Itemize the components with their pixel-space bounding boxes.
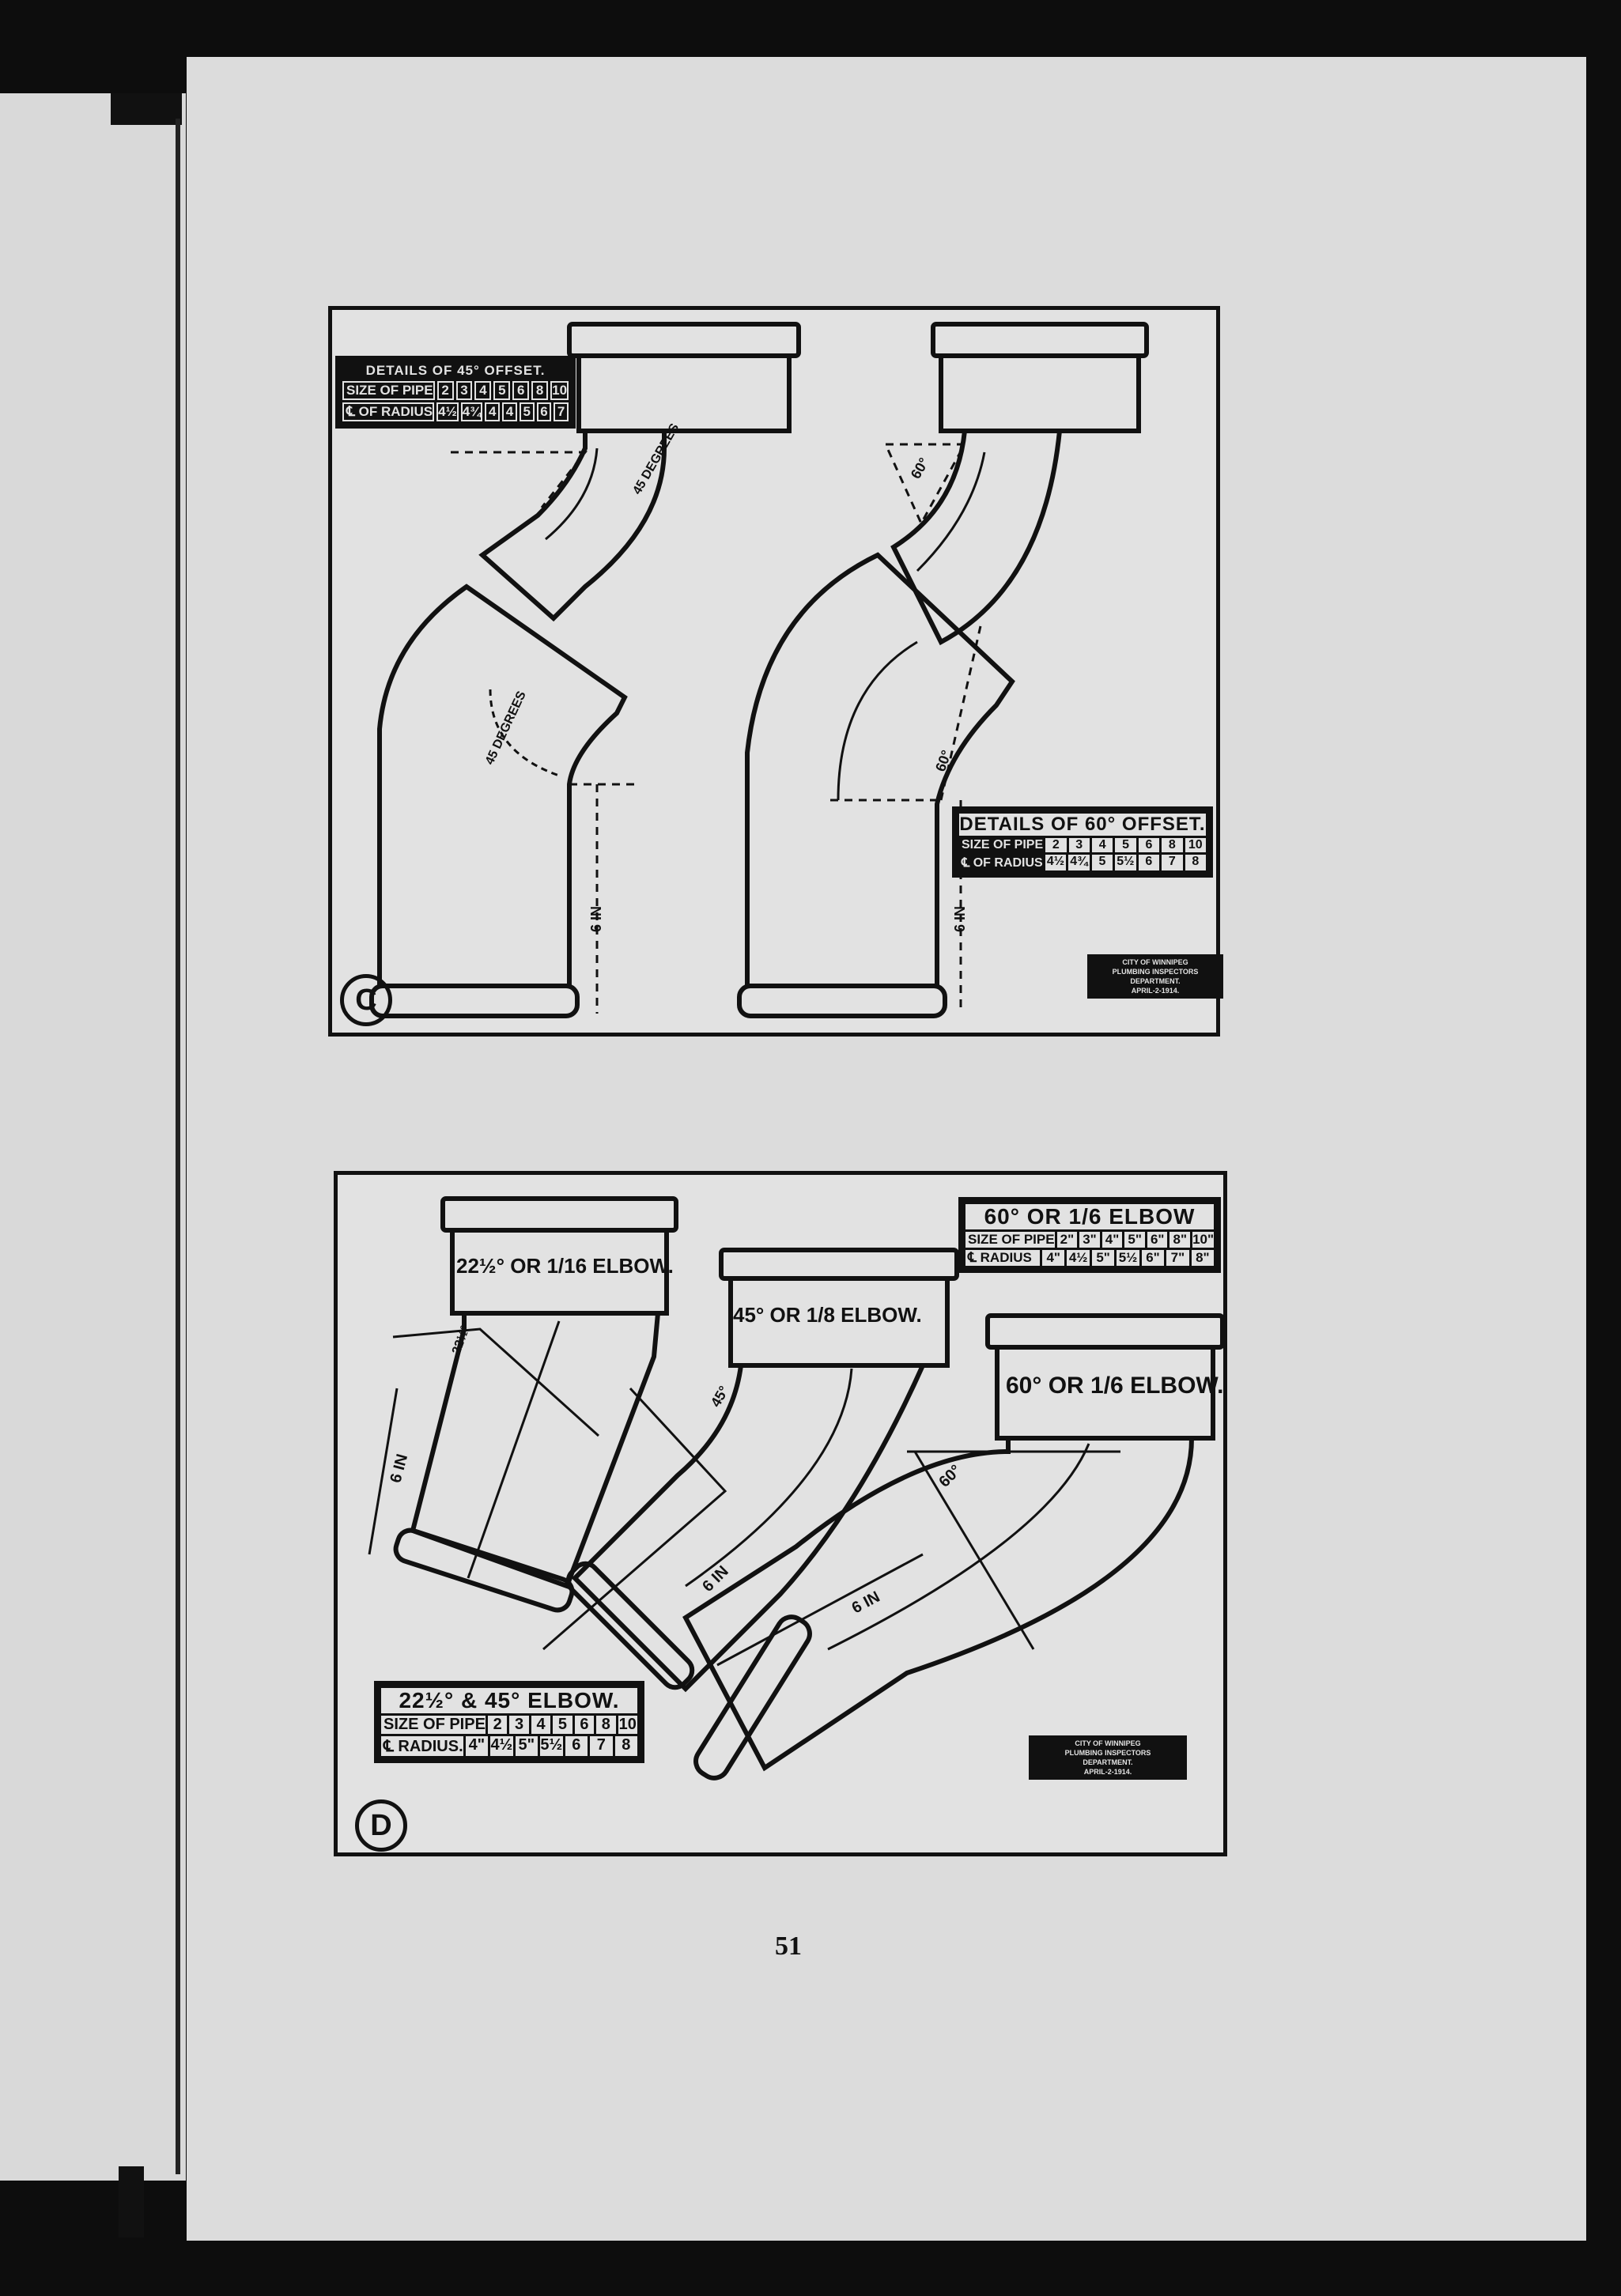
table-cell: 2" <box>1056 1232 1078 1248</box>
table-cell: 6 <box>574 1716 595 1734</box>
table-cell: 3 <box>1068 838 1090 852</box>
table-cell: 6" <box>1141 1250 1165 1266</box>
table-cell: 6 <box>565 1736 588 1756</box>
figure-letter-badge: D <box>355 1799 407 1852</box>
table-cell: 2 <box>436 381 454 400</box>
table-cell: 5 <box>519 402 535 421</box>
table-cell: 3 <box>455 381 473 400</box>
table-cell: 6 <box>1138 855 1160 870</box>
stamp-line: APRIL-2-1914. <box>1083 1768 1132 1776</box>
table-cell: 10" <box>1192 1232 1215 1248</box>
table-cell: 4" <box>1101 1232 1123 1248</box>
table-cell: 8 <box>614 1736 638 1756</box>
table-cell: 6 <box>1138 838 1160 852</box>
table-cell: 5 <box>553 1716 572 1734</box>
elbow-label: 22½° OR 1/16 ELBOW. <box>456 1254 674 1278</box>
row-label: SIZE OF PIPE <box>381 1716 486 1734</box>
table-cell: 4" <box>1041 1250 1065 1266</box>
table-cell: 8" <box>1191 1250 1215 1266</box>
table-cell: 5½ <box>1117 1250 1139 1266</box>
stamp-line: DEPARTMENT. <box>1083 1758 1133 1766</box>
elbow-label: 45° OR 1/8 ELBOW. <box>733 1303 922 1327</box>
table-cell: 4 <box>485 402 501 421</box>
length-label: 6 IN <box>952 905 969 933</box>
binding-mark <box>111 93 182 125</box>
department-stamp: CITY OF WINNIPEG PLUMBING INSPECTORS DEP… <box>1029 1735 1187 1780</box>
table-cell: 5 <box>1115 838 1136 852</box>
table-cell: 8" <box>1169 1232 1191 1248</box>
table-cell: 3 <box>509 1716 529 1734</box>
table-cell: 8 <box>1162 838 1183 852</box>
row-label: SIZE OF PIPE <box>959 838 1044 852</box>
binding-mark <box>119 2166 144 2237</box>
table-cell: 5½ <box>1115 855 1136 870</box>
table-cell: 6 <box>536 402 552 421</box>
table-cell: 6 <box>512 381 530 400</box>
table-cell: 7" <box>1166 1250 1189 1266</box>
table-title: 60° OR 1/6 ELBOW <box>965 1204 1214 1229</box>
figure-d-elbow-details: 22½° OR 1/16 ELBOW. 45° OR 1/8 ELBOW. 60… <box>334 1171 1227 1856</box>
table-cell: 4 <box>474 381 492 400</box>
table-cell: 4" <box>465 1736 489 1756</box>
stamp-line: PLUMBING INSPECTORS <box>1112 968 1199 976</box>
stamp-line: APRIL-2-1914. <box>1131 987 1180 995</box>
table-cell: 7 <box>554 402 569 421</box>
table-cell: 4½ <box>436 402 459 421</box>
table-cell: 2 <box>1045 838 1067 852</box>
length-label: 6 IN <box>588 905 605 933</box>
table-title: 22½° & 45° ELBOW. <box>381 1688 637 1713</box>
stamp-line: CITY OF WINNIPEG <box>1122 958 1188 966</box>
table-cell: 4¾ <box>460 402 483 421</box>
page-number: 51 <box>775 1932 802 1961</box>
figure-letter-badge: C <box>340 974 392 1026</box>
table-title: DETAILS OF 60° OFFSET. <box>959 814 1206 836</box>
table-cell: 3" <box>1079 1232 1100 1248</box>
row-label: ℄ OF RADIUS <box>342 402 435 421</box>
elbow-label: 60° OR 1/6 ELBOW. <box>1006 1373 1224 1399</box>
table-cell: 5½ <box>540 1736 563 1756</box>
table-cell: 5 <box>1091 855 1113 870</box>
stamp-line: CITY OF WINNIPEG <box>1075 1739 1141 1747</box>
table-cell: 4½ <box>1067 1250 1090 1266</box>
stamp-line: DEPARTMENT. <box>1130 977 1181 985</box>
table-cell: 8 <box>531 381 549 400</box>
row-label: ℄ RADIUS. <box>381 1736 463 1756</box>
table-cell: 5" <box>515 1736 538 1756</box>
table-cell: 10 <box>1185 838 1206 852</box>
table-cell: 8 <box>596 1716 616 1734</box>
row-label: SIZE OF PIPE <box>342 381 435 400</box>
table-cell: 10 <box>550 381 569 400</box>
department-stamp: CITY OF WINNIPEG PLUMBING INSPECTORS DEP… <box>1087 954 1223 999</box>
elbow-drawing <box>368 1196 1223 1781</box>
row-label: ℄ RADIUS <box>965 1250 1040 1266</box>
table-cell: 7 <box>1162 855 1183 870</box>
table-cell: 8 <box>1185 855 1206 870</box>
page-gutter <box>176 119 180 2174</box>
facing-page-edge <box>0 93 186 2181</box>
table-cell: 5" <box>1091 1250 1115 1266</box>
table-cell: 4½ <box>1045 855 1067 870</box>
table-cell: 6" <box>1147 1232 1168 1248</box>
table-cell: 4¾ <box>1068 855 1090 870</box>
table-cell: 4 <box>502 402 517 421</box>
table-title: DETAILS OF 45° OFFSET. <box>342 363 569 379</box>
table-cell: 4 <box>1091 838 1113 852</box>
table-cell: 10 <box>618 1716 637 1734</box>
table-cell: 2 <box>487 1716 508 1734</box>
row-label: SIZE OF PIPE <box>965 1232 1055 1248</box>
table-cell: 7 <box>590 1736 613 1756</box>
table-60-elbow: 60° OR 1/6 ELBOW SIZE OF PIPE 2"3"4"5"6"… <box>958 1197 1221 1273</box>
stamp-line: PLUMBING INSPECTORS <box>1064 1749 1151 1757</box>
table-cell: 5 <box>493 381 511 400</box>
table-cell: 5" <box>1124 1232 1145 1248</box>
row-label: ℄ OF RADIUS <box>959 855 1043 870</box>
table-cell: 4½ <box>490 1736 513 1756</box>
table-cell: 4 <box>531 1716 551 1734</box>
